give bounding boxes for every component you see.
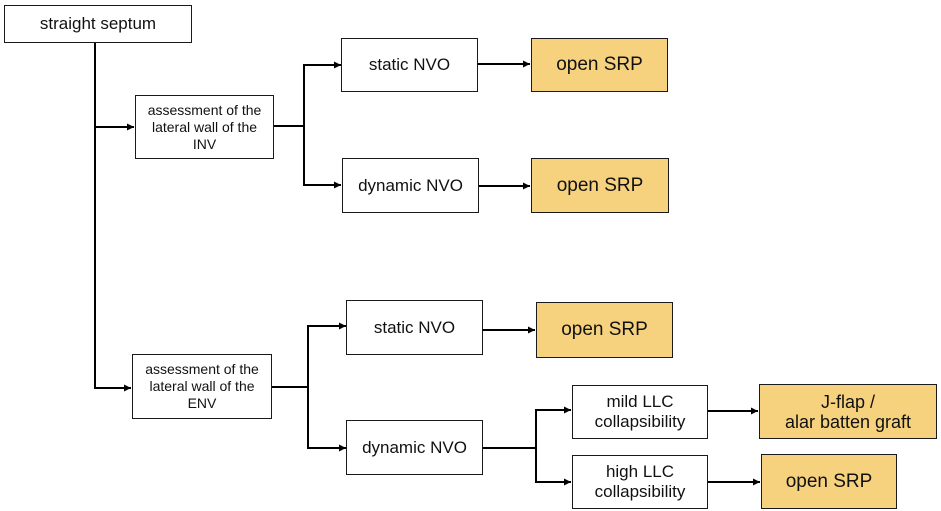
mild-llc-result-node: J-flap / alar batten graft (759, 384, 937, 439)
env-static-nvo-node: static NVO (346, 300, 483, 355)
env-dynamic-nvo-node: dynamic NVO (346, 420, 483, 475)
inv-static-result-node: open SRP (531, 38, 668, 92)
inv-static-nvo-node: static NVO (341, 38, 478, 92)
edge-env-assessment-to-dynamic (307, 387, 346, 452)
inv-assessment-node: assessment of the lateral wall of the IN… (135, 95, 274, 159)
root-node-straight-septum: straight septum (4, 5, 192, 43)
inv-dynamic-result-node: open SRP (531, 158, 669, 213)
edge-root-to-env-assessment (94, 127, 131, 392)
edge-env-assessment-to-static (272, 322, 346, 388)
inv-dynamic-nvo-node: dynamic NVO (342, 158, 479, 213)
env-static-result-node: open SRP (536, 302, 673, 358)
edge-inv-assessment-to-static (274, 61, 341, 127)
mild-llc-collapsibility-node: mild LLC collapsibility (572, 385, 708, 439)
edge-inv-assessment-to-dynamic (303, 126, 341, 189)
high-llc-collapsibility-node: high LLC collapsibility (572, 455, 708, 509)
high-llc-result-node: open SRP (761, 454, 897, 509)
edge-env-dynamic-to-mild (483, 406, 571, 449)
edge-env-dynamic-to-high (535, 448, 571, 486)
env-assessment-node: assessment of the lateral wall of the EN… (132, 354, 272, 419)
edge-root-to-inv-assessment (94, 42, 134, 131)
